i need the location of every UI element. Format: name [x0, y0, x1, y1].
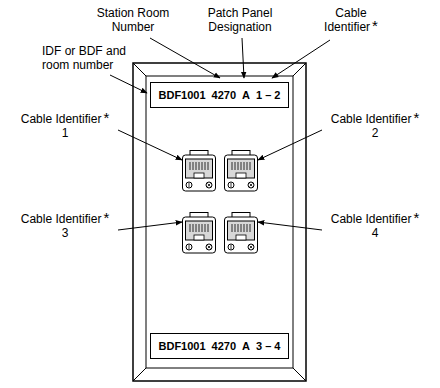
callout-label: Station Room Number — [97, 6, 170, 34]
strip-field: BDF1001 — [159, 89, 206, 101]
callout-label: Cable Identifier — [21, 112, 102, 126]
strip-field: A — [242, 89, 250, 101]
label-strip: BDF1001 4270 A 3 – 4 — [150, 333, 289, 359]
strip-field: 3 – 4 — [256, 340, 280, 352]
jack-symbol — [225, 151, 258, 192]
callout-block: Cable Identifier*2 — [324, 112, 426, 140]
callout-line: Station Room Number — [88, 6, 178, 34]
jack-symbol — [183, 151, 216, 192]
faceplate-inner — [146, 76, 293, 368]
callout-label: Cable Identifier — [331, 112, 412, 126]
callout-line: IDF or BDF and room number — [42, 44, 142, 72]
strip-field: 1 – 2 — [256, 89, 280, 101]
leader-line — [242, 38, 244, 78]
asterisk-mark: * — [372, 17, 378, 34]
callout-line: Patch Panel Designation — [190, 6, 290, 34]
asterisk-mark: * — [103, 109, 109, 126]
callout-label: Cable Identifier — [21, 212, 102, 226]
callout-line: Cable Identifier* — [14, 112, 116, 126]
callout-line: 1 — [14, 126, 116, 140]
callout-block: Station Room Number — [88, 6, 178, 34]
callout-block: Patch Panel Designation — [190, 6, 290, 34]
asterisk-mark: * — [103, 209, 109, 226]
callout-label: IDF or BDF and room number — [42, 44, 126, 72]
callout-block: Cable Identifier*4 — [324, 212, 426, 240]
callout-line: Cable Identifier* — [324, 112, 426, 126]
strip-field: BDF1001 — [159, 340, 206, 352]
leader-line — [272, 40, 330, 78]
callout-line: Cable Identifier* — [324, 212, 426, 226]
jack-symbol — [225, 213, 258, 254]
faceplate-outer — [133, 63, 306, 381]
callout-label: 1 — [62, 126, 69, 140]
asterisk-mark: * — [413, 209, 419, 226]
jacks — [183, 151, 258, 254]
callout-label: 2 — [372, 126, 379, 140]
jack-symbol — [183, 213, 216, 254]
label-strip: BDF1001 4270 A 1 – 2 — [150, 82, 289, 108]
callout-line: 2 — [324, 126, 426, 140]
callout-label: Patch Panel Designation — [208, 6, 273, 34]
faceplate-frame — [133, 63, 306, 381]
strip-field: 4270 — [212, 340, 236, 352]
leader-line — [150, 38, 220, 78]
callout-block: Cable Identifier*1 — [14, 112, 116, 140]
callout-line: Cable Identifier* — [314, 6, 388, 34]
callout-block: Cable Identifier*3 — [14, 212, 116, 240]
callout-label: Cable Identifier — [324, 6, 370, 34]
leader-lines — [110, 38, 330, 230]
callout-label: 3 — [62, 226, 69, 240]
strip-field: A — [242, 340, 250, 352]
callout-block: Cable Identifier* — [314, 6, 388, 34]
leader-line — [118, 130, 182, 160]
strip-field: 4270 — [212, 89, 236, 101]
leader-line — [258, 130, 322, 160]
callout-block: IDF or BDF and room number — [42, 44, 142, 72]
callout-line: Cable Identifier* — [14, 212, 116, 226]
callout-line: 3 — [14, 226, 116, 240]
leader-line — [118, 222, 182, 230]
leader-line — [110, 75, 147, 93]
asterisk-mark: * — [413, 109, 419, 126]
callout-line: 4 — [324, 226, 426, 240]
callout-label: 4 — [372, 226, 379, 240]
callout-label: Cable Identifier — [331, 212, 412, 226]
bevel-lines — [133, 63, 306, 381]
leader-line — [258, 222, 322, 230]
